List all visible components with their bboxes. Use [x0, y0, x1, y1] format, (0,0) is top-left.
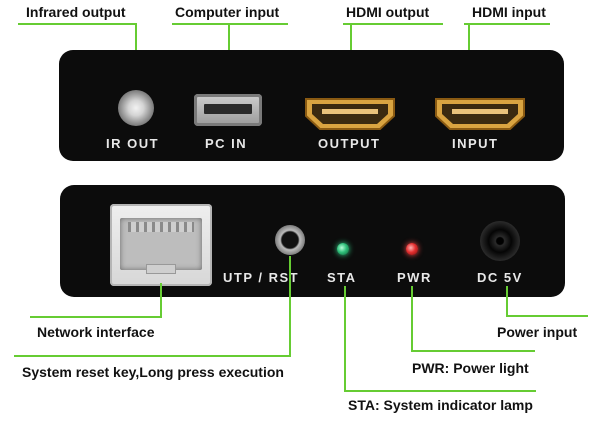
status-lamp-callout: STA: System indicator lamp	[348, 397, 533, 413]
hdmi-output-leader-v	[350, 23, 352, 73]
infrared-leader-h	[18, 23, 136, 25]
pwr-leader-h	[411, 350, 535, 352]
reset-leader-v	[289, 256, 291, 356]
ir-out-label: IR OUT	[106, 136, 160, 151]
pwr-led	[406, 243, 418, 255]
hdmi-input-leader-h	[464, 23, 550, 25]
network-leader-v	[160, 283, 162, 317]
pwr-leader-v	[411, 286, 413, 351]
input-label: INPUT	[452, 136, 499, 151]
utp-rst-label: UTP / RST	[223, 270, 300, 285]
network-interface-callout: Network interface	[37, 324, 155, 340]
hdmi-output-leader-h	[343, 23, 443, 25]
hdmi-input-callout: HDMI input	[472, 4, 546, 20]
sta-leader-v	[344, 286, 346, 391]
infrared-leader-v	[135, 23, 137, 73]
dc-label: DC 5V	[477, 270, 523, 285]
system-reset-callout: System reset key,Long press execution	[22, 364, 284, 380]
ir-output-jack[interactable]	[118, 90, 154, 126]
hdmi-output-port[interactable]	[302, 96, 398, 132]
reset-leader-h	[14, 355, 291, 357]
sta-led	[337, 243, 349, 255]
output-label: OUTPUT	[318, 136, 381, 151]
sta-leader-h	[344, 390, 536, 392]
network-leader-h	[30, 316, 162, 318]
pwr-label: PWR	[397, 270, 432, 285]
computer-leader-v	[228, 23, 230, 73]
pc-in-label: PC IN	[205, 136, 248, 151]
usb-port[interactable]	[194, 94, 262, 126]
hdmi-input-leader-v	[468, 23, 470, 73]
computer-leader-h	[172, 23, 288, 25]
power-light-callout: PWR: Power light	[412, 360, 529, 376]
power-leader-h	[506, 315, 588, 317]
hdmi-output-callout: HDMI output	[346, 4, 430, 20]
dc-power-jack[interactable]	[480, 221, 520, 261]
reset-button[interactable]	[275, 225, 305, 255]
usb-port-tongue	[204, 104, 252, 114]
network-port-latch	[146, 264, 176, 274]
infrared-output-callout: Infrared output	[26, 4, 126, 20]
network-port[interactable]	[110, 204, 212, 286]
sta-label: STA	[327, 270, 357, 285]
computer-input-callout: Computer input	[175, 4, 280, 20]
hdmi-input-port[interactable]	[432, 96, 528, 132]
network-port-contacts	[128, 222, 194, 232]
power-input-callout: Power input	[497, 324, 578, 340]
power-leader-v	[506, 286, 508, 316]
